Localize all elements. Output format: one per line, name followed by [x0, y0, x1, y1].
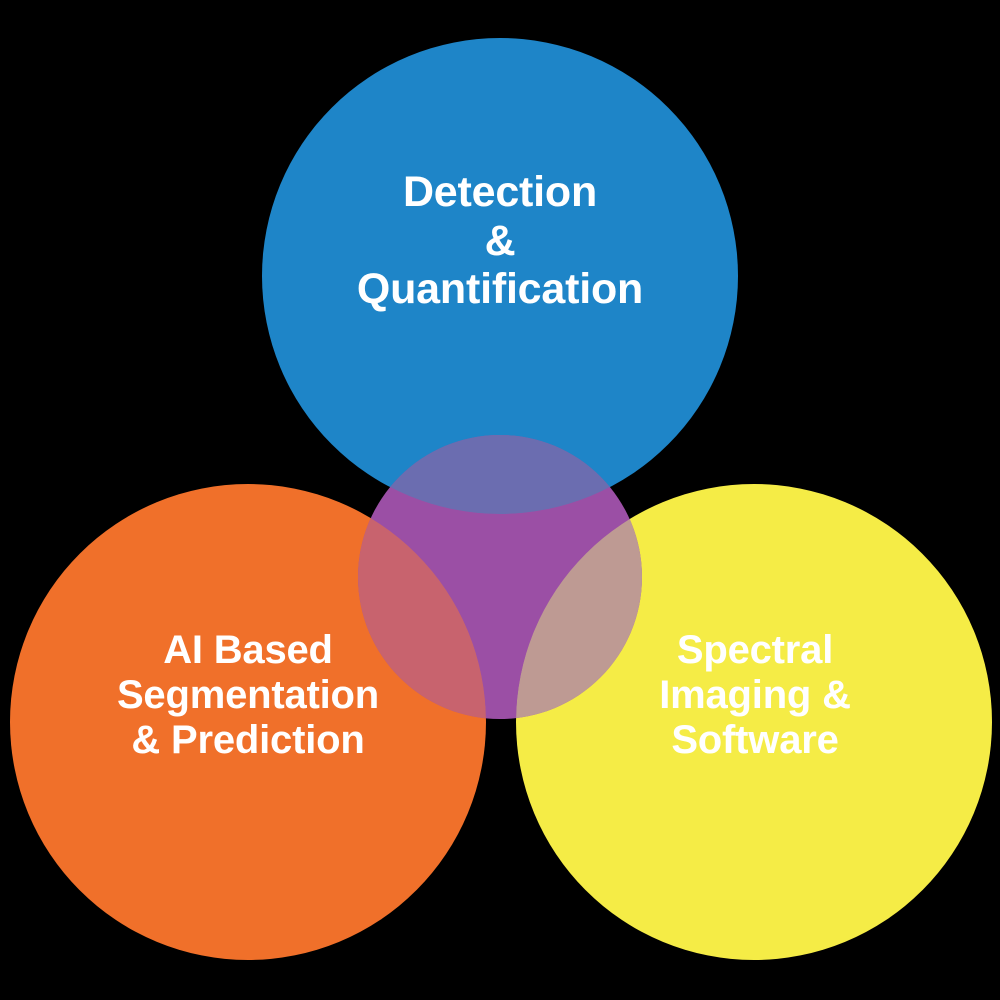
overlap-wedge-group [358, 435, 642, 719]
overlap-ai-center [358, 484, 486, 719]
set-circle-detection[interactable] [262, 38, 738, 514]
overlap-spectral-center [516, 484, 642, 719]
